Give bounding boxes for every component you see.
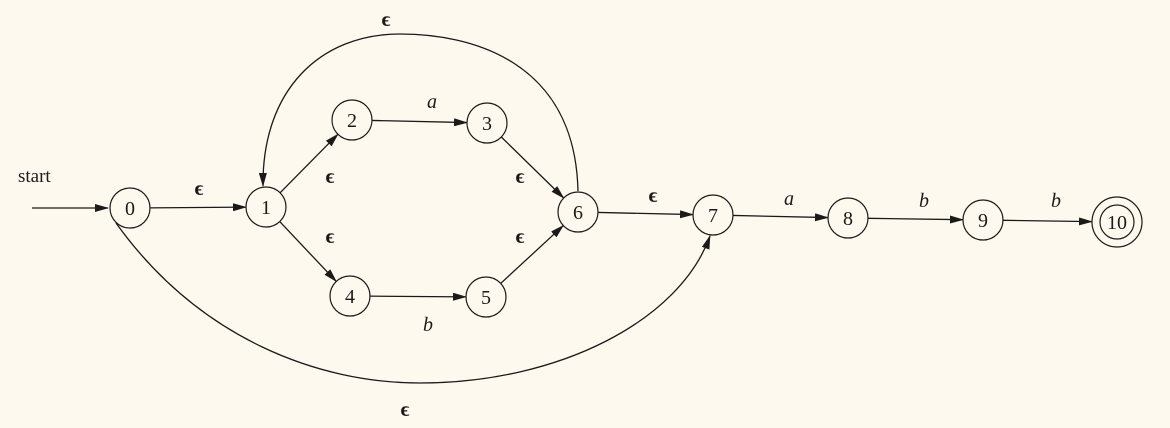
state-circle: [557, 191, 599, 233]
state-5: 5: [465, 276, 507, 318]
edge-1-2: [279, 133, 339, 194]
edge-label-3-6: ϵ: [516, 164, 525, 188]
state-label: 1: [261, 197, 271, 219]
edge-6-7: [597, 210, 695, 219]
state-8: 8: [827, 197, 869, 239]
edge-1-4: [279, 221, 337, 283]
state-label: 2: [347, 110, 357, 132]
state-circle: [962, 199, 1004, 241]
state-circle: [692, 194, 734, 236]
state-circle: [109, 187, 151, 229]
state-label: 5: [481, 287, 491, 309]
state-label: 0: [125, 198, 135, 220]
state-6: 6: [557, 191, 599, 233]
state-circle: [329, 275, 371, 317]
edge-label-5-6: ϵ: [516, 224, 525, 248]
state-label: 7: [708, 205, 718, 227]
edge-label-9-10: b: [1051, 190, 1061, 212]
state-9: 9: [962, 199, 1004, 241]
edge-label-4-5: b: [423, 314, 433, 336]
state-circle: [245, 186, 287, 228]
edge-label-6-1: ϵ: [382, 7, 391, 31]
edge-label-7-8: a: [784, 188, 794, 210]
edge-label-2-3: a: [427, 91, 437, 113]
edge-label-1-4: ϵ: [326, 224, 335, 248]
state-7: 7: [692, 194, 734, 236]
edge-2-3: [371, 118, 469, 127]
state-2: 2: [331, 99, 373, 141]
state-circle: [1091, 196, 1143, 248]
edge-0-1: [149, 203, 248, 212]
edge-4-5: [369, 292, 468, 301]
start-label: start: [18, 166, 51, 187]
edge-9-10: [1002, 217, 1093, 226]
edge-0-7: [115, 222, 711, 384]
state-circle: [331, 99, 373, 141]
edge-6-1: [258, 33, 579, 192]
state-label: 3: [482, 113, 492, 135]
state-circle: [827, 197, 869, 239]
state-10: 10: [1091, 196, 1143, 248]
state-circle: [466, 102, 508, 144]
edge-label-8-9: b: [919, 190, 929, 212]
accepting-ring: [1099, 204, 1135, 240]
edge-label-1-2: ϵ: [326, 164, 335, 188]
edge-7-8: [732, 213, 830, 222]
state-label: 4: [345, 286, 355, 308]
edge-5-6: [500, 224, 565, 284]
edge-label-0-7: ϵ: [401, 397, 410, 421]
edge-8-9: [867, 215, 965, 224]
edge-3-6: [500, 136, 565, 199]
state-4: 4: [329, 275, 371, 317]
state-label: 10: [1107, 212, 1127, 234]
state-0: 0: [109, 187, 151, 229]
edge-label-6-7: ϵ: [649, 183, 658, 207]
state-1: 1: [245, 186, 287, 228]
state-label: 6: [573, 202, 583, 224]
state-circle: [465, 276, 507, 318]
state-label: 9: [978, 210, 988, 232]
state-3: 3: [466, 102, 508, 144]
state-label: 8: [843, 208, 853, 230]
edge-label-0-1: ϵ: [195, 176, 204, 200]
